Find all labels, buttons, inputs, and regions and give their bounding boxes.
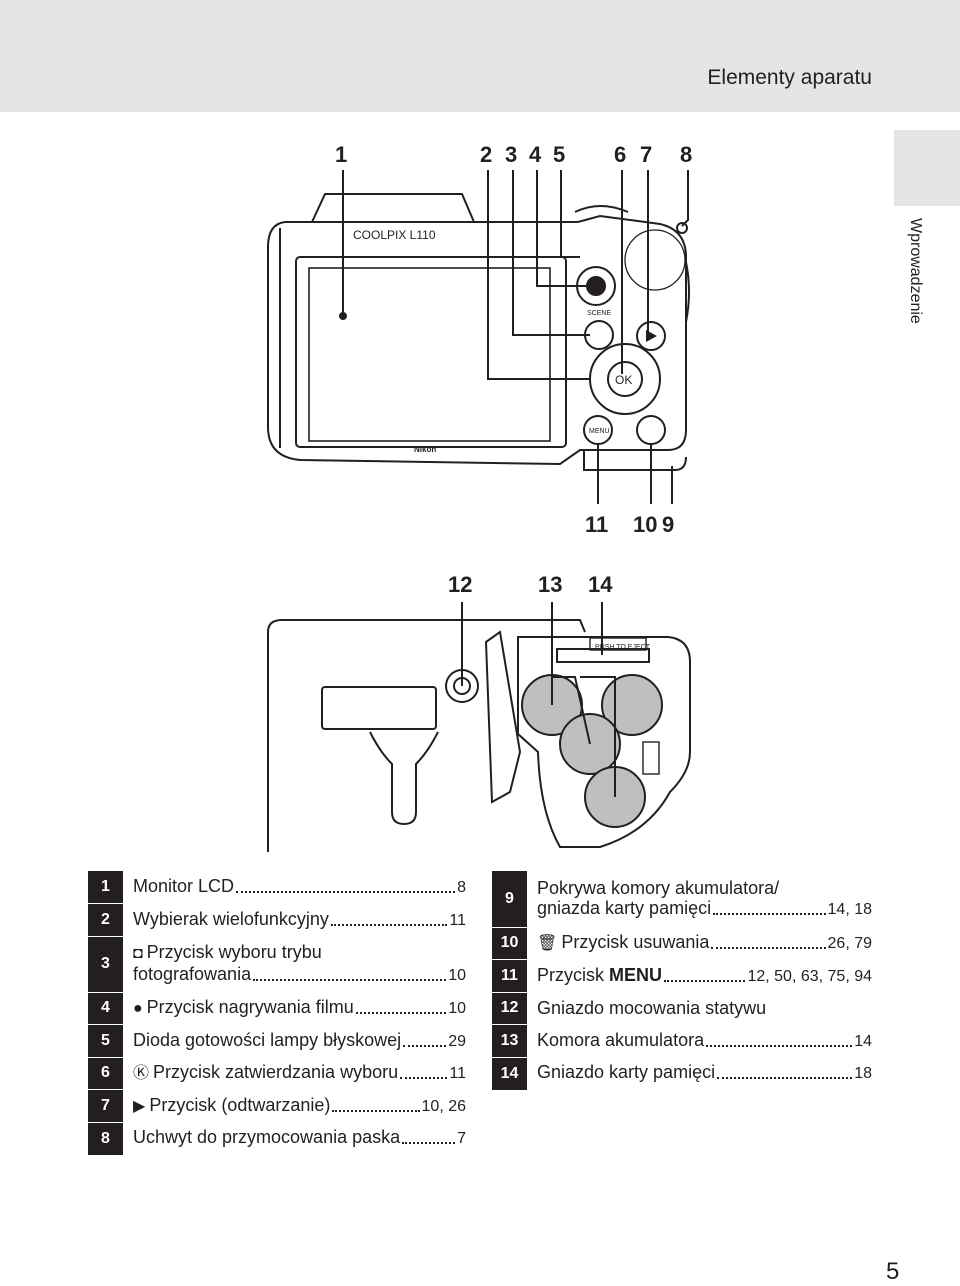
svg-text:13: 13: [538, 572, 562, 597]
legend-num: 7: [88, 1089, 123, 1122]
trash-icon: 🗑: [537, 935, 558, 953]
brand-label: COOLPIX L110: [353, 228, 436, 242]
camera-back-view: [267, 193, 690, 471]
legend-num: 14: [492, 1056, 527, 1090]
svg-text:7: 7: [640, 142, 652, 167]
ok-label: OK: [615, 373, 632, 387]
camera-bottom-view: [267, 619, 691, 852]
svg-text:14: 14: [588, 572, 613, 597]
callouts-top: 1 2 3 4 5 6 7 8 11 10 9: [335, 142, 692, 537]
legend-num: 5: [88, 1024, 123, 1057]
camera-back-text: COOLPIX L110 Nikon SCENE OK MENU: [353, 228, 632, 454]
legend-num: 2: [88, 903, 123, 936]
play-icon: ▶: [133, 1097, 146, 1115]
ok-icon: Ⓚ: [133, 1065, 150, 1083]
legend-num: 12: [492, 991, 527, 1025]
svg-text:6: 6: [614, 142, 626, 167]
menu-label: MENU: [589, 428, 610, 435]
svg-text:1: 1: [335, 142, 347, 167]
section-title: Elementy aparatu: [707, 66, 872, 89]
legend-num: 1: [88, 871, 123, 904]
leader-lines-bottom: [461, 602, 616, 797]
legend-num: 13: [492, 1024, 527, 1057]
svg-text:8: 8: [680, 142, 692, 167]
legend-num: 9: [492, 871, 527, 927]
side-tab-label: Wprowadzenie: [907, 218, 924, 324]
svg-text:4: 4: [529, 142, 542, 167]
leader-lines-top: [342, 170, 689, 504]
svg-text:10: 10: [633, 512, 657, 537]
legend-num: 6: [88, 1056, 123, 1090]
page-header: Elementy aparatu: [0, 0, 960, 112]
camera-diagram: COOLPIX L110 Nikon SCENE OK MENU 1 2 3 4…: [267, 142, 692, 852]
svg-text:9: 9: [662, 512, 674, 537]
callouts-bottom: 12 13 14: [448, 572, 613, 597]
legend-num: 11: [492, 959, 527, 992]
svg-text:5: 5: [553, 142, 565, 167]
menu-icon: MENU: [609, 964, 663, 985]
legend-num: 8: [88, 1121, 123, 1155]
legend-table-right: 9 Pokrywa komory akumulatora/ gniazda ka…: [492, 871, 872, 1090]
legend-num: 4: [88, 991, 123, 1025]
svg-text:11: 11: [585, 512, 608, 537]
camera-icon: ◘: [133, 945, 143, 962]
nikon-label: Nikon: [414, 445, 436, 454]
svg-text:12: 12: [448, 572, 472, 597]
batteries: [521, 674, 663, 828]
scene-label: SCENE: [587, 310, 611, 317]
svg-text:2: 2: [480, 142, 492, 167]
eject-label: PUSH TO EJECT: [595, 644, 651, 651]
legend-num: 10: [492, 926, 527, 960]
page-number: 5: [886, 1258, 900, 1285]
legend-num: 3: [88, 935, 123, 992]
svg-text:3: 3: [505, 142, 517, 167]
side-tab: [894, 130, 960, 206]
record-icon: ●: [133, 1000, 143, 1018]
